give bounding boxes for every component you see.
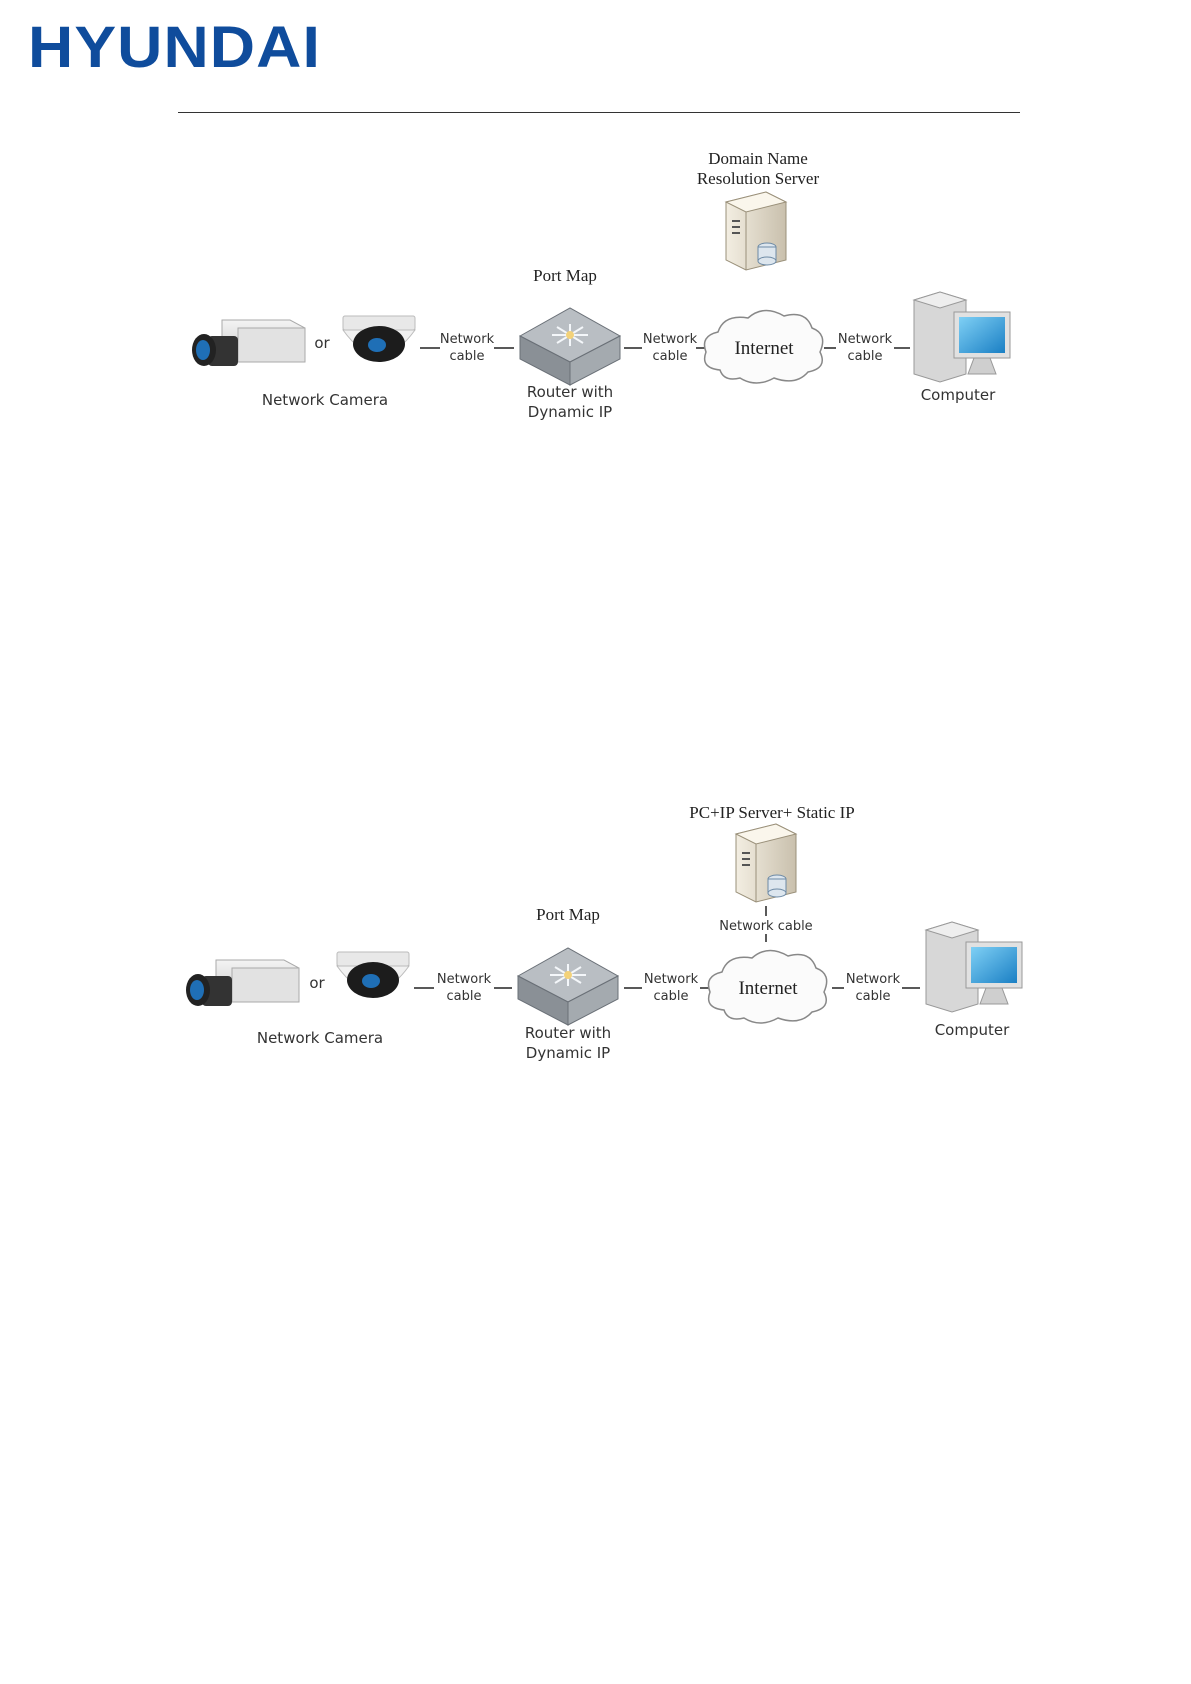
router-label-line1: Router with <box>527 383 613 401</box>
cable-label: Network <box>838 332 893 347</box>
diagram-ip-server: PC+IP Server+ Static IP Network cable Po… <box>0 780 1191 1080</box>
cable-label: Network <box>644 972 699 987</box>
box-camera-icon <box>186 960 299 1006</box>
cable-label: cable <box>653 349 688 364</box>
router-label-line2: Dynamic IP <box>526 1044 610 1062</box>
port-map-label: Port Map <box>536 905 600 924</box>
server-label-line2: Resolution Server <box>697 169 820 188</box>
computer-label: Computer <box>935 1021 1010 1039</box>
cable-label: cable <box>848 349 883 364</box>
server-label-line1: Domain Name <box>708 149 808 168</box>
server-cable-label: Network cable <box>719 919 812 934</box>
router-icon <box>520 308 620 385</box>
server-label: PC+IP Server+ Static IP <box>689 803 854 822</box>
cable-label: Network <box>437 972 492 987</box>
computer-icon <box>926 922 1022 1012</box>
computer-label: Computer <box>921 386 996 404</box>
dome-camera-icon <box>343 316 415 362</box>
internet-label: Internet <box>734 338 794 359</box>
cable-label: Network <box>846 972 901 987</box>
cable-label: Network <box>643 332 698 347</box>
router-label-line2: Dynamic IP <box>528 403 612 421</box>
or-label: or <box>314 334 330 352</box>
header-rule <box>178 112 1020 113</box>
hyundai-logo: HYUNDAI <box>28 18 341 78</box>
server-icon <box>726 192 786 270</box>
cable-label: cable <box>447 989 482 1004</box>
cable-label: cable <box>856 989 891 1004</box>
internet-label: Internet <box>738 978 798 999</box>
camera-label: Network Camera <box>257 1029 383 1047</box>
cable-label: Network <box>440 332 495 347</box>
dome-camera-icon <box>337 952 409 998</box>
port-map-label: Port Map <box>533 266 597 285</box>
cable-label: cable <box>654 989 689 1004</box>
camera-label: Network Camera <box>262 391 388 409</box>
cable-label: cable <box>450 349 485 364</box>
diagram-ddns: Domain Name Resolution Server Port Map o… <box>0 140 1191 440</box>
or-label: or <box>309 974 325 992</box>
router-label-line1: Router with <box>525 1024 611 1042</box>
box-camera-icon <box>192 320 305 366</box>
computer-icon <box>914 292 1010 382</box>
router-icon <box>518 948 618 1025</box>
server-icon <box>736 824 796 902</box>
